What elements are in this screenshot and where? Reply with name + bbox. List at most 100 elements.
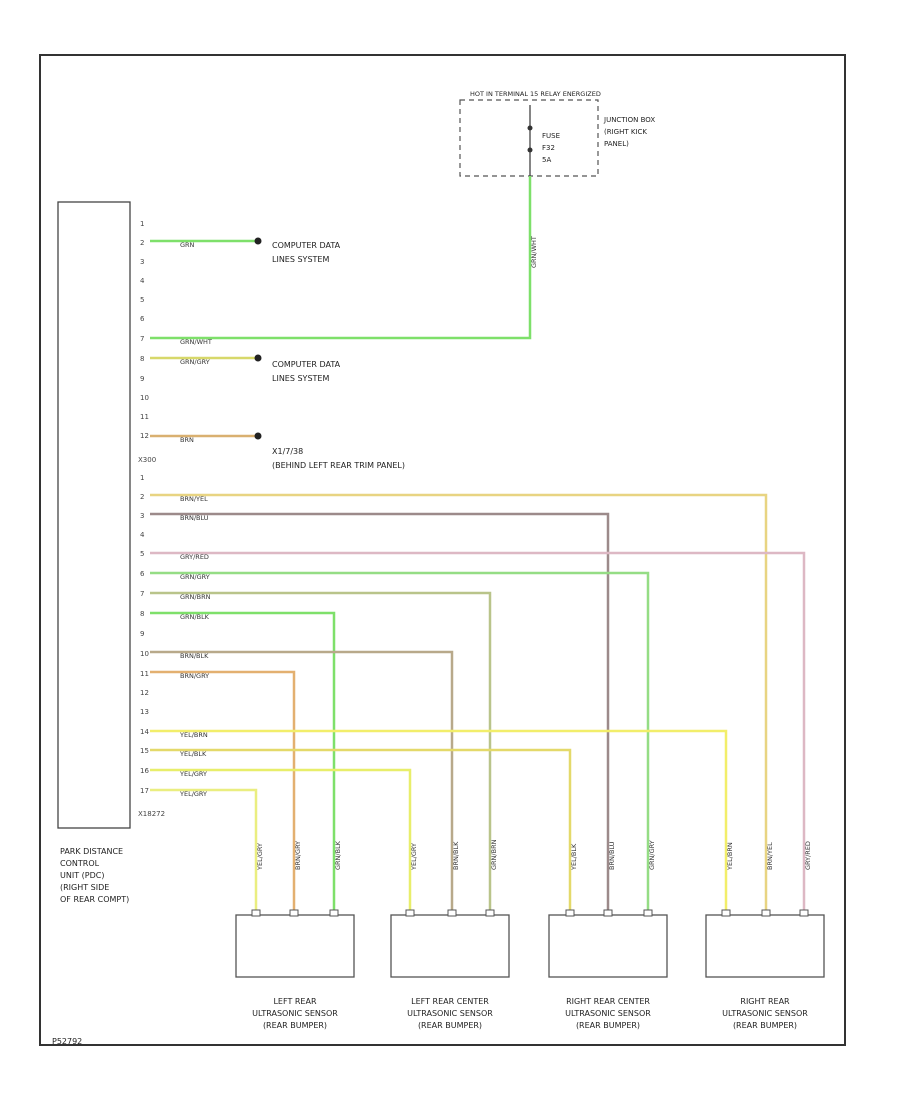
wire-b10-brn-blk: [150, 650, 454, 910]
can1-label-1: COMPUTER DATA: [272, 241, 341, 250]
can2-label-1: COMPUTER DATA: [272, 360, 341, 369]
wire-label-b8: GRN/BLK: [180, 613, 210, 621]
jbox-label-1: JUNCTION BOX: [603, 116, 655, 124]
fuse-label-2: F32: [542, 144, 555, 152]
pin-bot-15: 15: [140, 747, 149, 755]
fuse-terminal-bottom: [527, 147, 533, 153]
pin-top-4: 4: [140, 277, 145, 285]
pin-bot-11: 11: [140, 670, 149, 678]
pin-bot-14: 14: [140, 728, 149, 736]
wire-label-b5: GRY/RED: [180, 553, 209, 561]
sensor-left-rear: LEFT REAR ULTRASONIC SENSOR (REAR BUMPER…: [235, 909, 355, 1030]
pin-bot-13: 13: [140, 708, 149, 716]
connection-dot-can1: [254, 237, 262, 245]
wire-label-fuse-vertical: GRN/WHT: [530, 236, 538, 268]
wire-label-b14: YEL/BRN: [179, 731, 208, 739]
sensor2-label-2: ULTRASONIC SENSOR: [407, 1009, 493, 1018]
wire-b14-yel-brn: [150, 729, 728, 910]
sensor-right-rear: RIGHT REAR ULTRASONIC SENSOR (REAR BUMPE…: [705, 909, 825, 1030]
sensor1-label-3: (REAR BUMPER): [263, 1021, 327, 1030]
pdc-module-box: [57, 201, 131, 829]
sensor1-label-2: ULTRASONIC SENSOR: [252, 1009, 338, 1018]
wire-b7-grn-brn: [150, 591, 492, 910]
pin-bot-12: 12: [140, 689, 149, 697]
s1-wire1-label: YEL/GRY: [256, 843, 264, 871]
wire-label-b6: GRN/GRY: [180, 573, 210, 581]
wire-label-pin8: GRN/GRY: [180, 358, 210, 366]
connector-x18272: X18272: [138, 810, 165, 818]
top-pin-labels: 1 2 3 4 5 6 7 8 9 10 11 12: [140, 220, 149, 440]
pin-bot-2: 2: [140, 493, 144, 501]
sensor2-label-1: LEFT REAR CENTER: [411, 997, 489, 1006]
bottom-pin-labels: 1 2 3 4 5 6 7 8 9 10 11 12 13 14 15 16 1…: [140, 474, 149, 795]
pin-bot-10: 10: [140, 650, 149, 658]
pin-top-1: 1: [140, 220, 144, 228]
pin-bot-1: 1: [140, 474, 144, 482]
wire-label-b16: YEL/GRY: [179, 770, 207, 778]
wire-label-pin2: GRN: [180, 241, 195, 249]
sensor4-label-1: RIGHT REAR: [740, 997, 790, 1006]
wire-label-b3: BRN/BLU: [180, 514, 209, 522]
pin-bot-5: 5: [140, 550, 144, 558]
sensor4-label-3: (REAR BUMPER): [733, 1021, 797, 1030]
s4-wire3-label: GRY/RED: [804, 841, 812, 870]
pin-bot-17: 17: [140, 787, 149, 795]
wire-b11-brn-gry: [150, 670, 296, 910]
s1-wire3-label: GRN/BLK: [334, 840, 342, 870]
wire-b15-yel-blk: [150, 748, 572, 910]
module-name-2: CONTROL: [60, 859, 100, 868]
s3-wire3-label: GRN/GRY: [648, 840, 656, 870]
pin-top-7: 7: [140, 335, 144, 343]
sensor3-label-1: RIGHT REAR CENTER: [566, 997, 650, 1006]
pdc-module: X300 X18272 PARK DISTANCE CONTROL UNIT (…: [57, 201, 165, 904]
wire-label-b17: YEL/GRY: [179, 790, 207, 798]
pin-bot-16: 16: [140, 767, 149, 775]
pin-bot-6: 6: [140, 570, 145, 578]
ground-dot: [254, 432, 262, 440]
s2-wire1-label: YEL/GRY: [410, 843, 418, 871]
wire-b17-yel-gry: [150, 788, 258, 910]
pin-bot-3: 3: [140, 512, 144, 520]
ground-label-1: X1/7/38: [272, 447, 303, 456]
s3-wire1-label: YEL/BLK: [570, 843, 578, 871]
wire-b2-brn-yel: [150, 493, 768, 910]
pin-top-9: 9: [140, 375, 144, 383]
wire-label-pin7: GRN/WHT: [180, 338, 212, 346]
s2-wire2-label: BRN/BLK: [452, 841, 460, 870]
wire-label-pin12: BRN: [180, 436, 194, 444]
s4-wire2-label: BRN/YEL: [766, 842, 774, 870]
module-name-1: PARK DISTANCE: [60, 847, 123, 856]
pin-top-5: 5: [140, 296, 144, 304]
pin-top-3: 3: [140, 258, 144, 266]
s1-wire2-label: BRN/GRY: [294, 841, 302, 870]
pin-bot-4: 4: [140, 531, 145, 539]
jbox-label-2: (RIGHT KICK: [604, 128, 647, 136]
module-name-5: OF REAR COMPT): [60, 895, 129, 904]
fuse-label-1: FUSE: [542, 132, 560, 140]
pin-top-12: 12: [140, 432, 149, 440]
s3-wire2-label: BRN/BLU: [608, 841, 616, 870]
wire-b8-grn-blk: [150, 611, 336, 910]
wire-b3-brn-blu: [150, 512, 610, 910]
fuse-terminal-top: [527, 125, 533, 131]
connector-x300: X300: [138, 456, 156, 464]
diagram-frame: [39, 54, 846, 1046]
s4-wire1-label: YEL/BRN: [726, 842, 734, 871]
sensor3-label-2: ULTRASONIC SENSOR: [565, 1009, 651, 1018]
can2-label-2: LINES SYSTEM: [272, 374, 329, 383]
can1-label-2: LINES SYSTEM: [272, 255, 329, 264]
s2-wire3-label: GRN/BRN: [490, 839, 498, 870]
module-name-4: (RIGHT SIDE: [60, 883, 109, 892]
wire-b6-grn-gry: [150, 571, 650, 910]
wire-pin7-grn-wht: [150, 176, 532, 340]
connection-dot-can2: [254, 354, 262, 362]
junction-box: HOT IN TERMINAL 15 RELAY ENERGIZED JUNCT…: [459, 90, 655, 177]
pin-top-6: 6: [140, 315, 145, 323]
wire-label-b11: BRN/GRY: [180, 672, 209, 680]
pin-top-10: 10: [140, 394, 149, 402]
sensor2-label-3: (REAR BUMPER): [418, 1021, 482, 1030]
sensor4-label-2: ULTRASONIC SENSOR: [722, 1009, 808, 1018]
sensor-wire-labels: YEL/GRY BRN/GRY GRN/BLK YEL/GRY BRN/BLK …: [256, 839, 812, 871]
pin-bot-8: 8: [140, 610, 144, 618]
